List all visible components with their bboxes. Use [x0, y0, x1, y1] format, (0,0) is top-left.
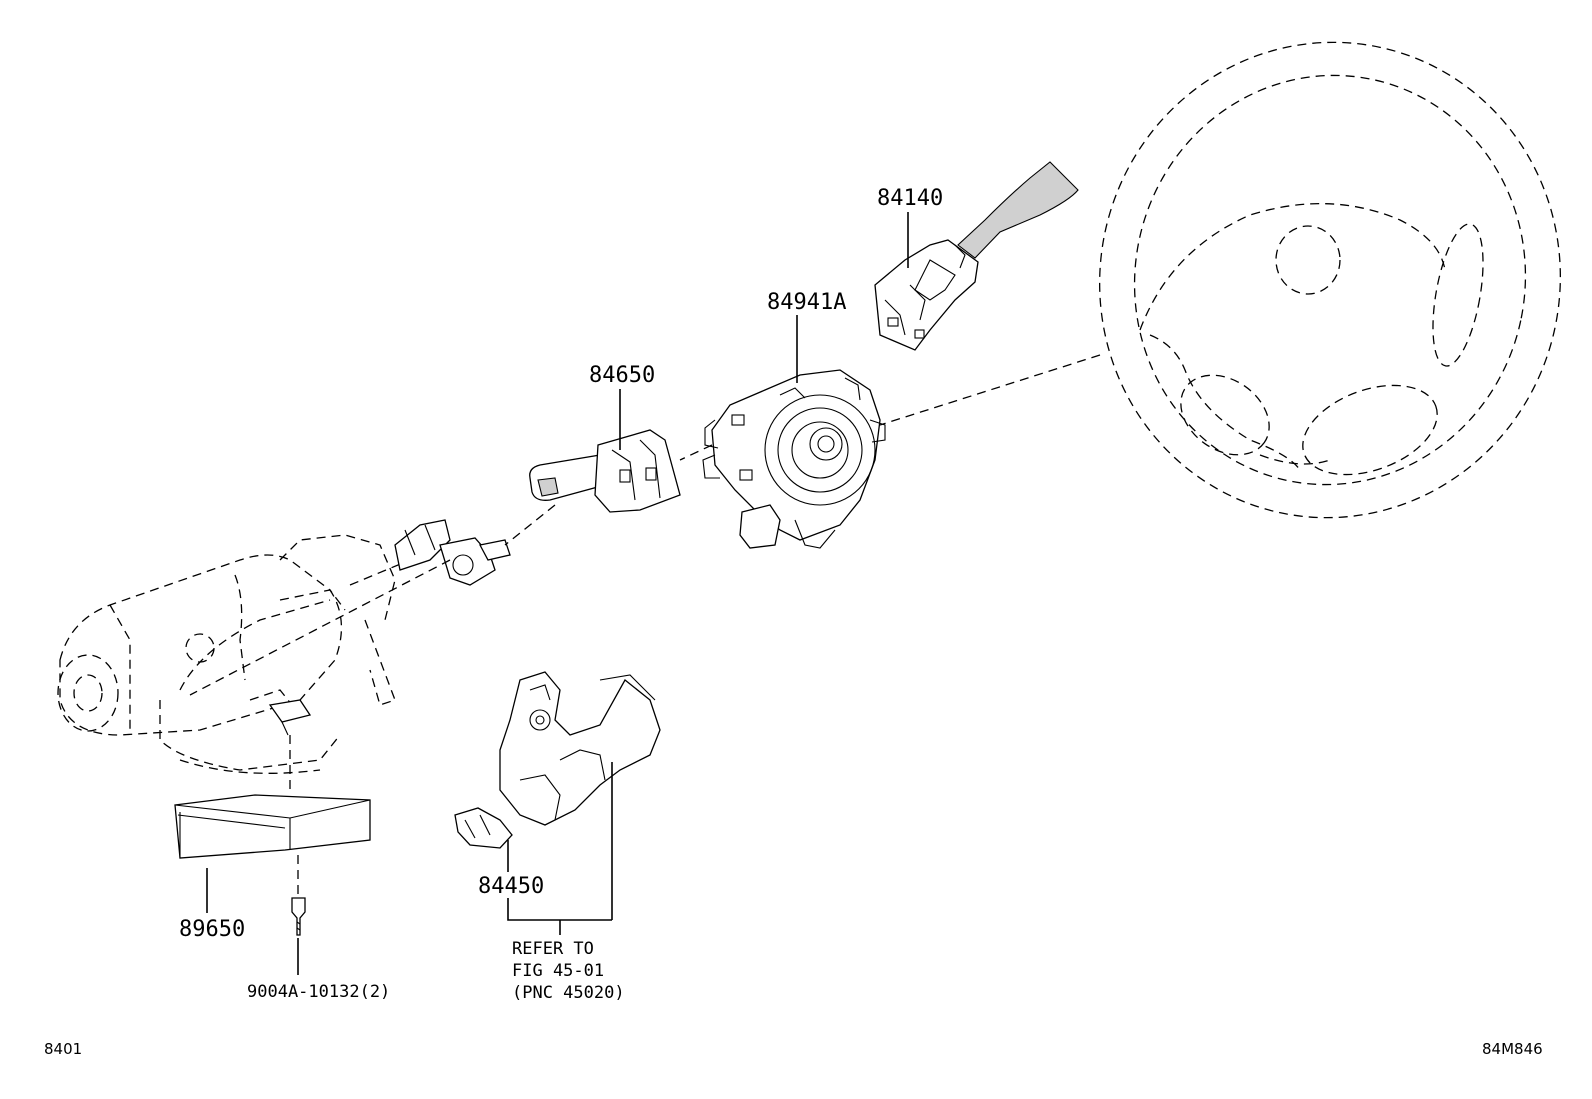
ignition-switch-illustration	[454, 671, 661, 849]
headlamp-switch-illustration	[529, 429, 681, 513]
part-label-84450: 84450	[478, 874, 544, 899]
part-label-84140: 84140	[877, 186, 943, 211]
figure-code: 8401	[44, 1040, 82, 1058]
ecu-box-illustration	[174, 794, 371, 859]
bolt-illustration	[291, 897, 306, 936]
spiral-cable-illustration	[702, 369, 886, 549]
part-label-89650: 89650	[179, 917, 245, 942]
leader-lines	[206, 212, 909, 975]
wiper-switch-illustration	[874, 161, 1079, 351]
steering-column-illustration	[57, 519, 511, 774]
reference-line-3: (PNC 45020)	[512, 983, 625, 1003]
reference-line-1: REFER TO	[512, 939, 594, 959]
part-label-84941a: 84941A	[767, 290, 846, 315]
part-label-bolt: 9004A-10132(2)	[247, 982, 390, 1002]
illustration-code: 84M846	[1482, 1040, 1543, 1058]
assembly-lines	[189, 354, 1101, 895]
steering-wheel-illustration	[1098, 41, 1562, 519]
reference-note: REFER TO FIG 45-01 (PNC 45020)	[512, 939, 625, 1003]
reference-line-2: FIG 45-01	[512, 961, 604, 981]
part-label-84650: 84650	[589, 363, 655, 388]
